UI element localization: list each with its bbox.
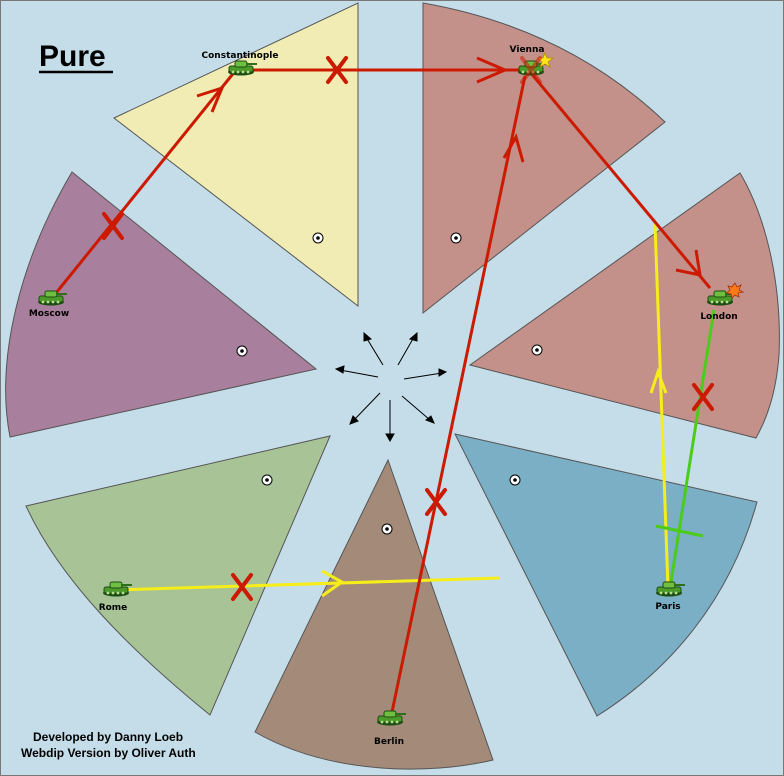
label-constantinople: Constantinople xyxy=(202,51,279,61)
supply-center-paris xyxy=(509,474,521,486)
territory-london[interactable] xyxy=(468,172,780,439)
label-berlin: Berlin xyxy=(374,737,404,747)
territory-berlin[interactable] xyxy=(254,458,494,770)
supply-center-rome xyxy=(261,474,273,486)
credit-webdip: Webdip Version by Oliver Auth xyxy=(21,746,196,760)
territory-constantinople[interactable] xyxy=(113,2,359,308)
supply-center-berlin xyxy=(381,523,393,535)
order-rome-berlin xyxy=(115,569,501,601)
order-moscow-constantinople xyxy=(50,69,238,299)
order-constantinople-vienna xyxy=(240,56,520,84)
territory-rome[interactable] xyxy=(25,435,331,716)
territory-moscow[interactable] xyxy=(5,171,318,438)
order-london-support-paris xyxy=(655,309,716,589)
label-moscow: Moscow xyxy=(29,309,69,319)
supply-center-london xyxy=(531,344,543,356)
label-vienna: Vienna xyxy=(510,45,545,55)
supply-center-constantinople xyxy=(312,232,324,244)
supply-center-vienna xyxy=(450,232,462,244)
burst-icon xyxy=(726,282,745,299)
label-paris: Paris xyxy=(655,602,680,612)
map-title: Pure xyxy=(39,40,106,73)
supply-center-moscow xyxy=(236,345,248,357)
label-london: London xyxy=(700,312,737,322)
territory-paris[interactable] xyxy=(454,433,758,717)
credit-developer: Developed by Danny Loeb xyxy=(33,730,183,744)
center-compass-arrows xyxy=(334,331,448,443)
order-berlin-vienna xyxy=(390,75,527,713)
order-vienna-london xyxy=(528,71,712,289)
label-rome: Rome xyxy=(99,603,128,613)
